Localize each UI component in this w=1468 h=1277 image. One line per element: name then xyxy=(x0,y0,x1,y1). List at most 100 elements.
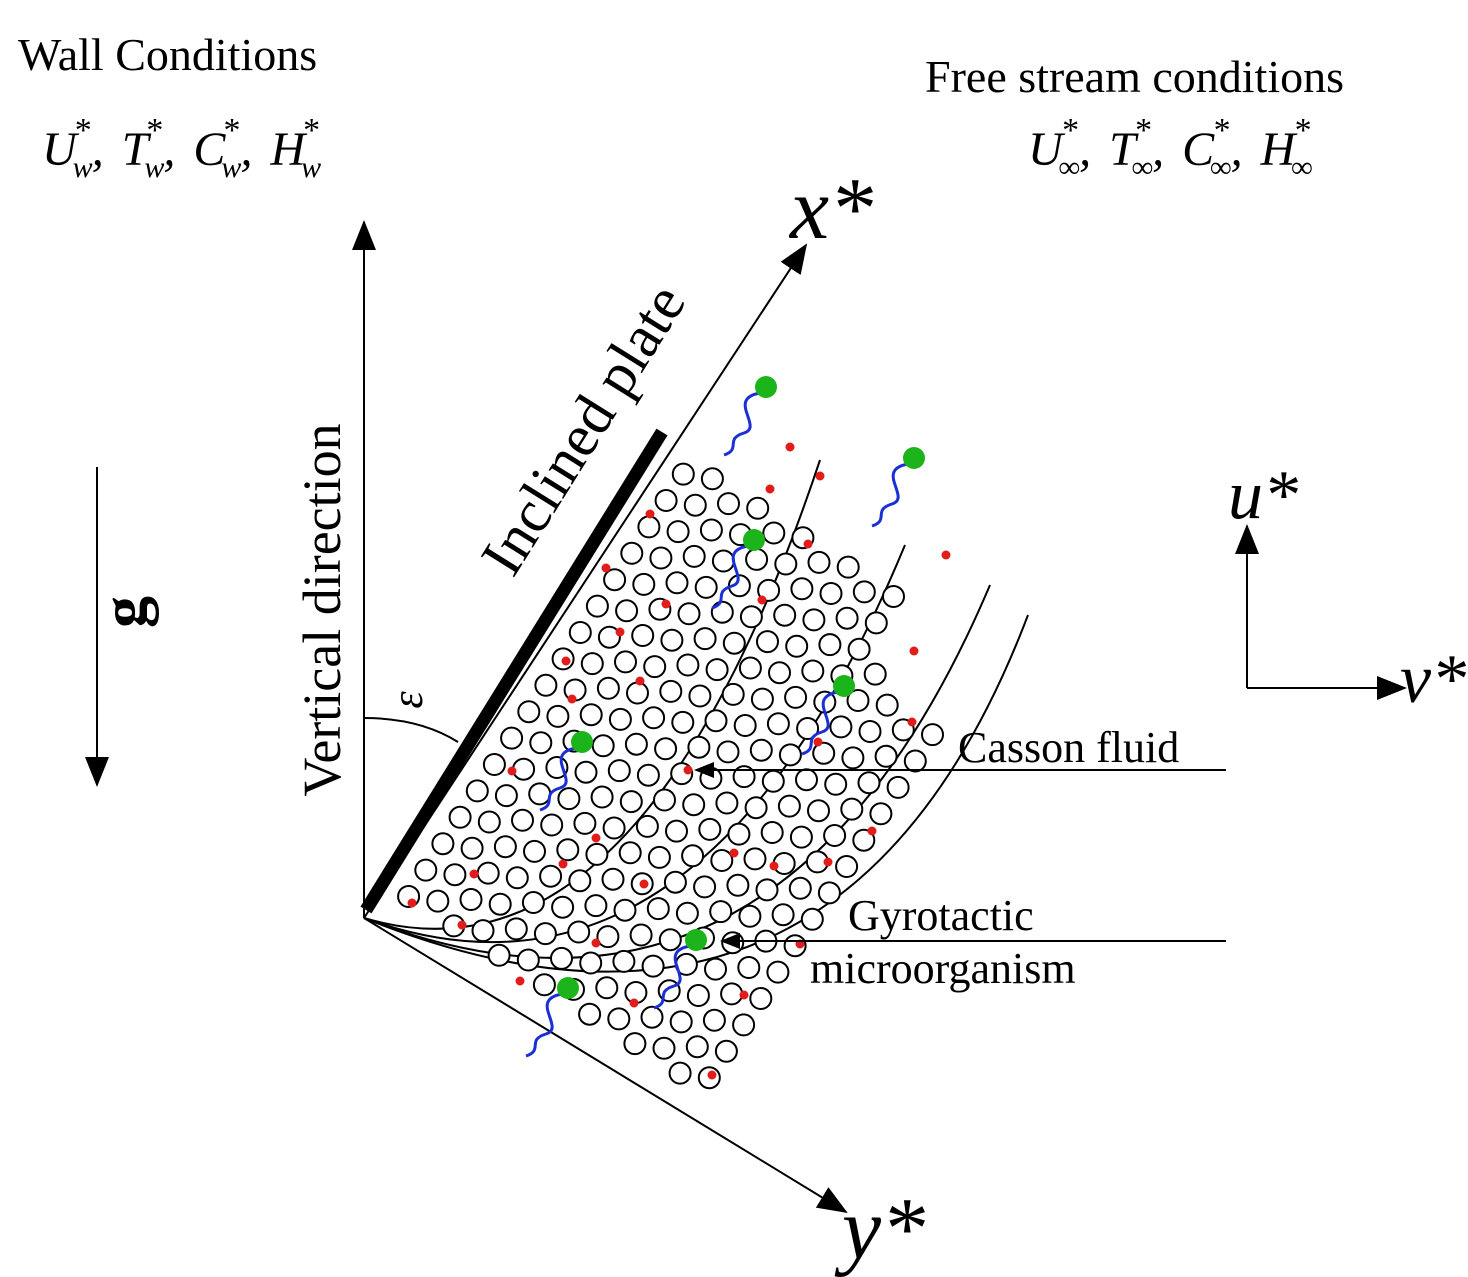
fluid-particle xyxy=(756,630,779,654)
gyrotactic-microorganisms xyxy=(525,376,925,1058)
v-axis-label: v* xyxy=(1400,641,1466,718)
inclined-plate xyxy=(360,428,668,914)
fluid-particle xyxy=(615,599,639,623)
u-axis-label: u* xyxy=(1228,457,1298,534)
fluid-particle xyxy=(629,923,653,947)
fluid-particle xyxy=(835,855,859,878)
fluid-particle xyxy=(784,685,808,709)
fluid-particle xyxy=(641,954,665,978)
fluid-particle xyxy=(534,673,558,697)
x-axis-arrow xyxy=(363,243,808,919)
fluid-particle xyxy=(521,891,545,914)
microorganism-tail xyxy=(525,992,563,1058)
fluid-particle xyxy=(762,521,786,545)
fluid-particle xyxy=(431,832,455,856)
fluid-particle xyxy=(744,796,768,820)
fluid-particle xyxy=(632,572,656,596)
fluid-particle xyxy=(864,611,888,635)
angle-epsilon-label: ε xyxy=(383,691,432,709)
fluid-particle xyxy=(886,775,910,799)
fluid-particle xyxy=(685,1035,709,1059)
fluid-particle xyxy=(737,956,761,979)
fluid-particle xyxy=(682,793,706,817)
fluid-particle xyxy=(647,845,671,869)
nanoparticle-dot xyxy=(785,442,795,452)
microorganism-head xyxy=(685,929,707,951)
fluid-particle xyxy=(687,735,711,759)
fluid-particle xyxy=(500,726,524,750)
fluid-particle xyxy=(739,605,763,629)
fluid-particle xyxy=(477,810,501,834)
fluid-particle xyxy=(802,608,826,632)
fluid-particle xyxy=(504,917,528,941)
fluid-particle xyxy=(812,741,836,765)
fluid-particle xyxy=(494,784,518,808)
fluid-particle xyxy=(757,578,781,602)
nanoparticle-dot xyxy=(457,920,467,930)
fluid-particle xyxy=(523,839,546,863)
fluid-particle xyxy=(623,1032,647,1056)
fluid-particle xyxy=(574,760,598,784)
microorganism-head xyxy=(743,529,765,551)
fluid-particle xyxy=(702,1008,726,1032)
fluid-particle xyxy=(578,1002,602,1026)
fluid-particle xyxy=(800,907,824,931)
fluid-particle xyxy=(649,546,673,570)
fluid-particle xyxy=(676,653,700,677)
fluid-particle xyxy=(869,802,893,826)
fluid-particle xyxy=(482,753,506,776)
microorganism xyxy=(653,929,707,1010)
fluid-particle xyxy=(790,577,814,601)
wall-u-symbol: U xyxy=(42,123,80,176)
fluid-particle xyxy=(755,878,779,902)
gravity-label: g xyxy=(88,596,159,628)
fluid-particle xyxy=(471,919,495,943)
fluid-particle xyxy=(746,496,770,520)
fluid-particle xyxy=(635,814,659,838)
fluid-particle xyxy=(711,549,735,573)
nanoparticle-dot xyxy=(601,563,611,573)
casson-fluid-particles xyxy=(397,462,944,1090)
nanoparticle-dot xyxy=(661,599,671,609)
nanoparticle-dot xyxy=(941,550,951,560)
nanoparticle-dot xyxy=(515,976,525,986)
fluid-particle xyxy=(715,791,739,815)
fluid-particle xyxy=(785,634,809,658)
fluid-particle xyxy=(620,541,644,565)
fluid-particle xyxy=(568,869,592,893)
fluid-particle xyxy=(579,703,603,727)
fluid-particle xyxy=(540,813,564,837)
fluid-particle xyxy=(607,759,631,783)
fluid-particle xyxy=(539,864,563,888)
fluid-particle xyxy=(699,518,723,542)
fluid-particle xyxy=(745,547,769,571)
fluid-particle xyxy=(516,948,540,972)
nanoparticle-dot xyxy=(729,848,739,858)
fluid-particle xyxy=(750,687,774,711)
fluid-particle xyxy=(636,763,660,787)
fluid-particle xyxy=(801,659,825,683)
nanoparticle-dot xyxy=(803,539,813,549)
nanoparticle-dot xyxy=(765,484,775,494)
fluid-particle xyxy=(652,1036,676,1060)
fluid-particle xyxy=(795,768,818,792)
fluid-particle xyxy=(720,982,744,1006)
nanoparticle-dot xyxy=(823,857,833,867)
fluid-particle xyxy=(517,700,541,724)
nanoparticle-dot xyxy=(757,595,767,605)
fluid-particle xyxy=(585,842,609,866)
microorganism xyxy=(525,977,579,1058)
fluid-particle xyxy=(874,744,898,768)
fluid-particle xyxy=(613,898,637,922)
fluid-particle xyxy=(732,1013,756,1037)
nanoparticle-dot xyxy=(707,1070,717,1080)
boundary-layer-curve-1 xyxy=(363,459,821,930)
fluid-particle xyxy=(693,627,717,651)
fluid-particle xyxy=(694,575,718,599)
fluid-particle xyxy=(836,555,860,579)
fluid-particle xyxy=(584,894,608,918)
fluid-particle xyxy=(568,621,592,644)
fluid-particle xyxy=(580,652,604,676)
fluid-particle xyxy=(528,782,552,806)
fluid-particle xyxy=(460,836,484,860)
